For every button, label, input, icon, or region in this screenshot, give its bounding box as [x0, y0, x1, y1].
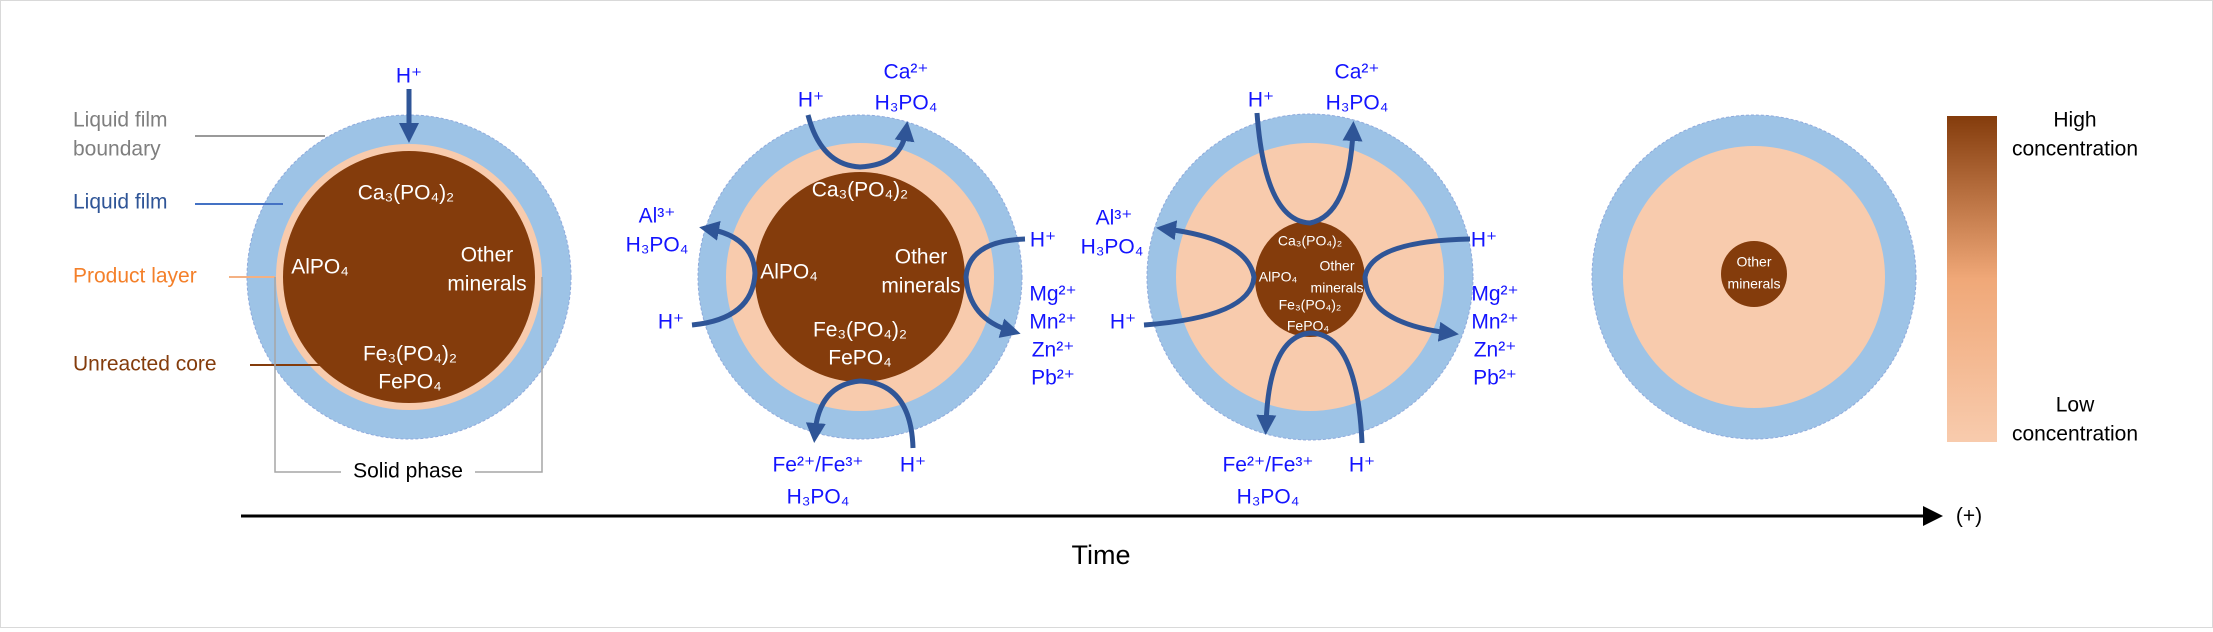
bottom-exchange-arrow	[805, 378, 916, 449]
ion-mn: Mn²⁺	[1471, 311, 1518, 334]
stage-1-particle: Ca₃(PO₄)₂ AlPO₄ Other minerals Fe₃(PO₄)₂…	[246, 65, 572, 440]
ion-h3po4: H₃PO₄	[626, 234, 689, 257]
mineral-alpo4: AlPO₄	[291, 256, 349, 279]
time-axis: (+) Time	[241, 505, 1982, 570]
legend-low-1: Low	[2056, 394, 2095, 417]
mineral-ca3po42: Ca₃(PO₄)₂	[358, 182, 454, 205]
mineral-alpo4: AlPO₄	[1259, 269, 1298, 285]
ion-fe: Fe²⁺/Fe³⁺	[1222, 454, 1313, 477]
component-labels: Liquid film boundary Liquid film Product…	[73, 109, 543, 485]
stage-4-particle: Other minerals	[1591, 114, 1917, 440]
mineral-alpo4: AlPO₄	[760, 261, 818, 284]
arrowhead-icon	[1923, 506, 1943, 526]
bottom-exchange-arrow	[1256, 330, 1365, 444]
ion-h: H⁺	[1248, 89, 1274, 112]
mineral-fe3po42: Fe₃(PO₄)₂	[1279, 297, 1342, 313]
ion-h3po4: H₃PO₄	[875, 92, 938, 115]
mineral-fepo4: FePO₄	[378, 371, 441, 394]
mineral-other-2: minerals	[1728, 276, 1781, 292]
ion-zn: Zn²⁺	[1032, 339, 1075, 362]
ion-fe: Fe²⁺/Fe³⁺	[772, 454, 863, 477]
label-product-layer: Product layer	[73, 265, 197, 288]
legend-low-2: concentration	[2012, 423, 2138, 446]
ion-h3po4: H₃PO₄	[787, 486, 850, 509]
ion-h: H⁺	[1349, 454, 1375, 477]
mineral-other-2: minerals	[447, 273, 526, 296]
unreacted-core	[1721, 241, 1787, 307]
top-exchange-arrow	[1254, 112, 1363, 226]
legend-high-2: concentration	[2012, 138, 2138, 161]
concentration-gradient-bar	[1947, 116, 1997, 442]
stage-3-particle: Ca₃(PO₄)₂ Other AlPO₄ minerals Fe₃(PO₄)₂…	[1081, 61, 1519, 509]
unreacted-core	[755, 172, 965, 382]
time-direction: (+)	[1956, 505, 1982, 528]
ion-h: H⁺	[798, 89, 824, 112]
mineral-fepo4: FePO₄	[828, 347, 891, 370]
ion-pb: Pb²⁺	[1031, 367, 1075, 390]
mineral-other-2: minerals	[881, 275, 960, 298]
label-unreacted-core: Unreacted core	[73, 353, 217, 376]
ion-mg: Mg²⁺	[1029, 283, 1076, 306]
ion-al: Al³⁺	[639, 205, 676, 228]
ion-h: H⁺	[900, 454, 926, 477]
unreacted-core	[1255, 221, 1365, 337]
mineral-other-1: Other	[461, 244, 514, 267]
label-solid-phase: Solid phase	[353, 460, 463, 483]
ion-mn: Mn²⁺	[1029, 311, 1076, 334]
label-liquid-film-boundary-1: Liquid film	[73, 109, 168, 132]
mineral-fe3po42: Fe₃(PO₄)₂	[363, 343, 457, 366]
mineral-ca3po42: Ca₃(PO₄)₂	[1278, 233, 1342, 249]
legend-high-1: High	[2053, 109, 2096, 132]
right-exchange-arrow	[1362, 236, 1471, 342]
ion-pb: Pb²⁺	[1473, 367, 1517, 390]
label-liquid-film: Liquid film	[73, 191, 168, 214]
mineral-ca3po42: Ca₃(PO₄)₂	[812, 179, 908, 202]
ion-mg: Mg²⁺	[1471, 283, 1518, 306]
ion-h3po4: H₃PO₄	[1326, 92, 1389, 115]
top-exchange-arrow	[805, 114, 915, 170]
mineral-fepo4: FePO₄	[1287, 318, 1330, 334]
ion-h: H⁺	[1471, 229, 1497, 252]
left-exchange-arrow	[691, 220, 758, 328]
ion-h: H⁺	[658, 311, 684, 334]
time-axis-label: Time	[1072, 540, 1131, 570]
ion-h3po4: H₃PO₄	[1237, 486, 1300, 509]
ion-al: Al³⁺	[1096, 207, 1133, 230]
mineral-other-1: Other	[895, 246, 948, 269]
ion-ca: Ca²⁺	[884, 61, 929, 84]
unreacted-core	[283, 151, 535, 403]
ion-h: H⁺	[1110, 311, 1136, 334]
label-liquid-film-boundary-2: boundary	[73, 138, 161, 161]
stage-2-particle: Ca₃(PO₄)₂ AlPO₄ Other minerals Fe₃(PO₄)₂…	[626, 61, 1077, 509]
ion-h3po4: H₃PO₄	[1081, 236, 1144, 259]
mineral-other-1: Other	[1319, 258, 1354, 274]
right-exchange-arrow	[963, 236, 1026, 338]
mineral-other-2: minerals	[1311, 280, 1364, 296]
concentration-legend: High concentration Low concentration	[1947, 109, 2138, 446]
mineral-other-1: Other	[1736, 254, 1771, 270]
ion-zn: Zn²⁺	[1474, 339, 1517, 362]
ion-h: H⁺	[1030, 229, 1056, 252]
ion-ca: Ca²⁺	[1335, 61, 1380, 84]
ion-h: H⁺	[396, 65, 422, 88]
left-exchange-arrow	[1143, 220, 1257, 328]
mineral-fe3po42: Fe₃(PO₄)₂	[813, 319, 907, 342]
